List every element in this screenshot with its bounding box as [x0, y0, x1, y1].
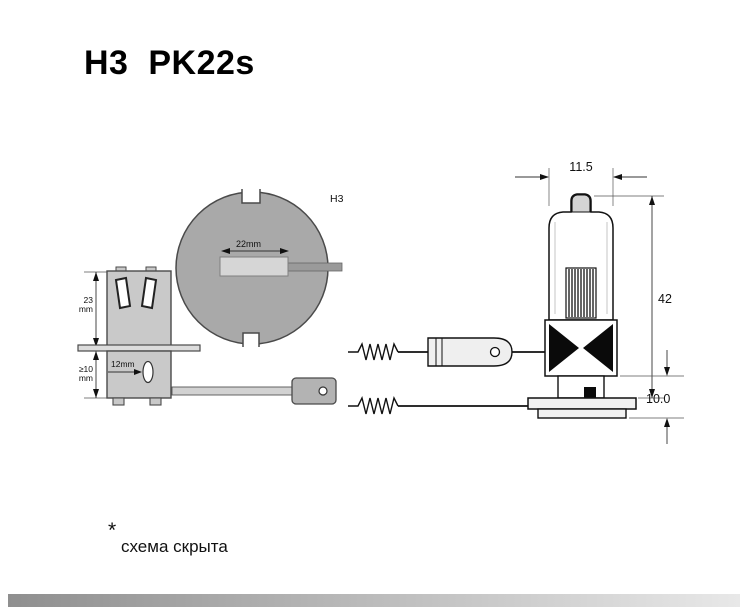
base-contact	[584, 387, 596, 398]
bulb-diameter-label: 11.5	[569, 160, 592, 174]
terminal-hole	[489, 346, 501, 358]
side-view: 11.5 42 10.0	[348, 160, 684, 444]
dim-overall-length: 42	[594, 195, 672, 399]
base-flange	[527, 397, 637, 410]
page-title: H3 PK22s	[84, 44, 255, 82]
top-notch-fill	[242, 189, 260, 203]
upper-lead	[348, 341, 545, 361]
base-length-label: 10.0	[646, 392, 670, 406]
dim-base-length: 10.0	[620, 350, 684, 444]
filament-tube-top-view	[219, 256, 289, 277]
pinch-seal-left	[549, 324, 579, 372]
cable-connector	[291, 377, 337, 405]
bottom-notch-fill	[243, 333, 259, 347]
footnote-marker: *	[108, 519, 117, 542]
body-height-value: 23	[84, 295, 94, 305]
clearance-unit: mm	[79, 373, 93, 383]
top-view: 22mm H3	[175, 189, 344, 347]
lower-lead-zigzag	[348, 395, 399, 415]
upper-lead-zigzag	[348, 341, 399, 361]
connector-hole	[318, 386, 328, 396]
filament	[565, 267, 597, 319]
footnote-text: схема скрыта	[121, 537, 228, 556]
contact-slot-left	[114, 276, 132, 310]
base-neck	[557, 375, 605, 399]
contact-slot-right	[140, 276, 158, 310]
spade-terminal	[427, 337, 513, 367]
pinch-seal-right	[583, 324, 613, 372]
cable-front-view	[171, 386, 293, 396]
dim-base-clearance: ≥10 mm	[79, 350, 108, 399]
bulb-glass	[548, 193, 614, 321]
base-flange-step	[537, 408, 627, 419]
dim-slot-offset: 12mm	[108, 359, 142, 375]
top-notch	[241, 189, 261, 204]
guide-slot	[142, 360, 154, 384]
bottom-tab-left	[112, 397, 125, 406]
glass-tip	[571, 194, 591, 213]
bottom-gradient-bar	[8, 594, 740, 607]
dim-bulb-diameter: 11.5	[515, 160, 647, 206]
part-type-label: H3	[330, 193, 344, 205]
body-height-unit: mm	[79, 304, 93, 314]
slot-offset-label: 12mm	[111, 359, 135, 369]
tube-width-label: 22mm	[236, 239, 261, 249]
socket-lower-body	[106, 350, 172, 399]
socket-flange	[77, 344, 201, 352]
bottom-notch	[242, 332, 260, 347]
front-view: 23 mm ≥10 mm	[77, 266, 337, 406]
lead-wire-top-view	[287, 262, 343, 272]
dim-body-height: 23 mm	[79, 271, 108, 348]
clearance-value: ≥10	[79, 364, 93, 374]
bottom-tab-right	[149, 397, 162, 406]
dim-tube-width: 22mm	[221, 239, 289, 254]
overall-length-label: 42	[658, 292, 672, 306]
